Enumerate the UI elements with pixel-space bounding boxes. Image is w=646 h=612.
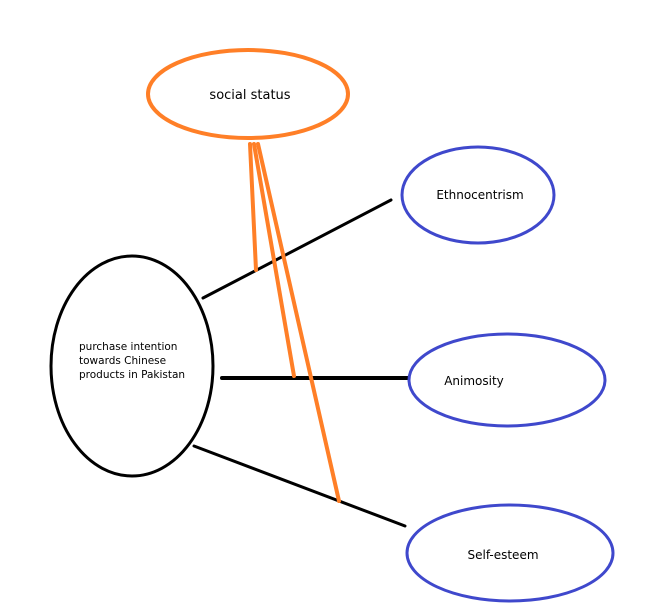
node-self-esteem-label: Self-esteem [467, 548, 538, 562]
node-purchase-intention-label-line-1: purchase intention [79, 341, 177, 353]
node-purchase-intention: purchase intention towards Chinese produ… [49, 254, 215, 478]
node-social-status-shape [146, 48, 350, 140]
edge-purchase-ethnocentrism [201, 198, 393, 300]
edge-social-status-to-self-esteem-link [256, 142, 341, 503]
node-animosity: Animosity [407, 332, 607, 428]
node-self-esteem-shape [405, 503, 615, 603]
node-social-status: social status [146, 48, 350, 140]
edge-social-status-to-animosity-link [252, 142, 296, 378]
node-ethnocentrism-shape [400, 145, 556, 245]
node-self-esteem: Self-esteem [405, 503, 615, 603]
node-social-status-label: social status [209, 88, 290, 103]
node-purchase-intention-shape [49, 254, 215, 478]
node-ethnocentrism: Ethnocentrism [400, 145, 556, 245]
edge-purchase-self-esteem [192, 444, 407, 528]
edge-social-status-to-ethnocentrism-link [248, 142, 258, 272]
node-animosity-shape [407, 332, 607, 428]
node-purchase-intention-label-line-2: towards Chinese [79, 355, 166, 367]
node-animosity-label: Animosity [444, 374, 504, 388]
node-purchase-intention-label-line-3: products in Pakistan [79, 369, 185, 381]
node-ethnocentrism-label: Ethnocentrism [436, 188, 523, 202]
